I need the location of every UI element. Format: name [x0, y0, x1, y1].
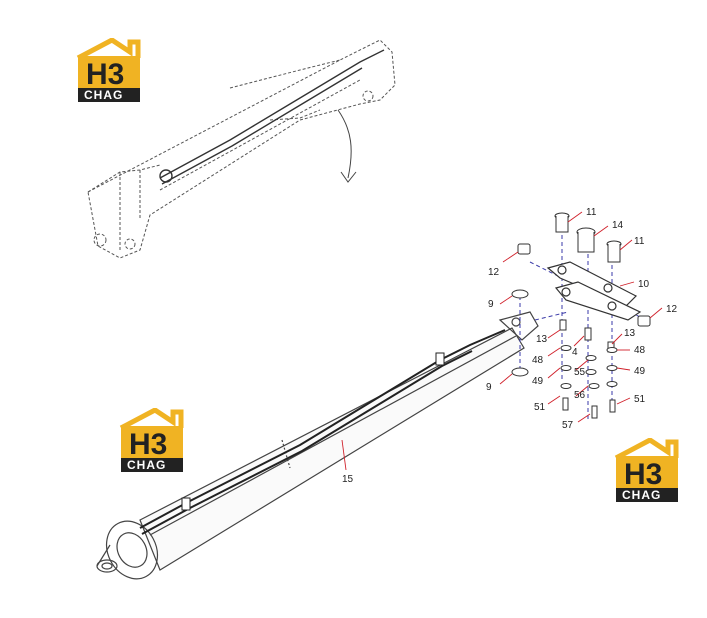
callout-49-right: 49 [634, 366, 646, 377]
logo-monogram: H3 [86, 58, 124, 91]
pins [511, 212, 651, 377]
callout-56: 56 [574, 390, 586, 401]
brand-logo-middle-left: H3 CHAG [117, 408, 187, 474]
callout-11-top: 11 [586, 207, 597, 218]
callout-11-right: 11 [634, 236, 645, 247]
callout-49-left: 49 [532, 376, 544, 387]
callout-4: 4 [572, 347, 578, 358]
callout-48-right: 48 [634, 345, 646, 356]
callout-13-left: 13 [536, 334, 548, 345]
logo-wordmark: CHAG [622, 488, 661, 502]
boom-assembly [87, 39, 396, 259]
callout-55: 55 [574, 367, 586, 378]
callout-15: 15 [342, 474, 354, 485]
callout-12-right: 12 [666, 304, 678, 315]
callout-14: 14 [612, 220, 624, 231]
logo-monogram: H3 [624, 458, 662, 491]
logo-wordmark: CHAG [127, 458, 166, 472]
callout-9-bottom: 9 [486, 382, 492, 393]
callout-12-left: 12 [488, 267, 500, 278]
callout-48-left: 48 [532, 355, 544, 366]
callout-9-top: 9 [488, 299, 494, 310]
callout-51-left: 51 [534, 402, 546, 413]
callout-13-right: 13 [624, 328, 636, 339]
callout-10: 10 [638, 279, 650, 290]
brand-logo-top-left: H3 CHAG [74, 38, 144, 104]
brand-logo-bottom-right: H3 CHAG [612, 438, 682, 504]
direction-arrow [337, 109, 357, 183]
callout-57: 57 [562, 420, 574, 431]
hardware-stacks [559, 319, 618, 419]
callouts: 11 14 11 12 10 12 9 13 4 13 48 48 55 49 … [342, 207, 678, 485]
callout-51-right: 51 [634, 394, 646, 405]
logo-monogram: H3 [129, 428, 167, 461]
cylinder-hose [139, 329, 506, 535]
link-bracket [546, 261, 642, 321]
boom-hydraulic-line [159, 49, 385, 185]
leader-lines [341, 211, 663, 471]
logo-wordmark: CHAG [84, 88, 123, 102]
